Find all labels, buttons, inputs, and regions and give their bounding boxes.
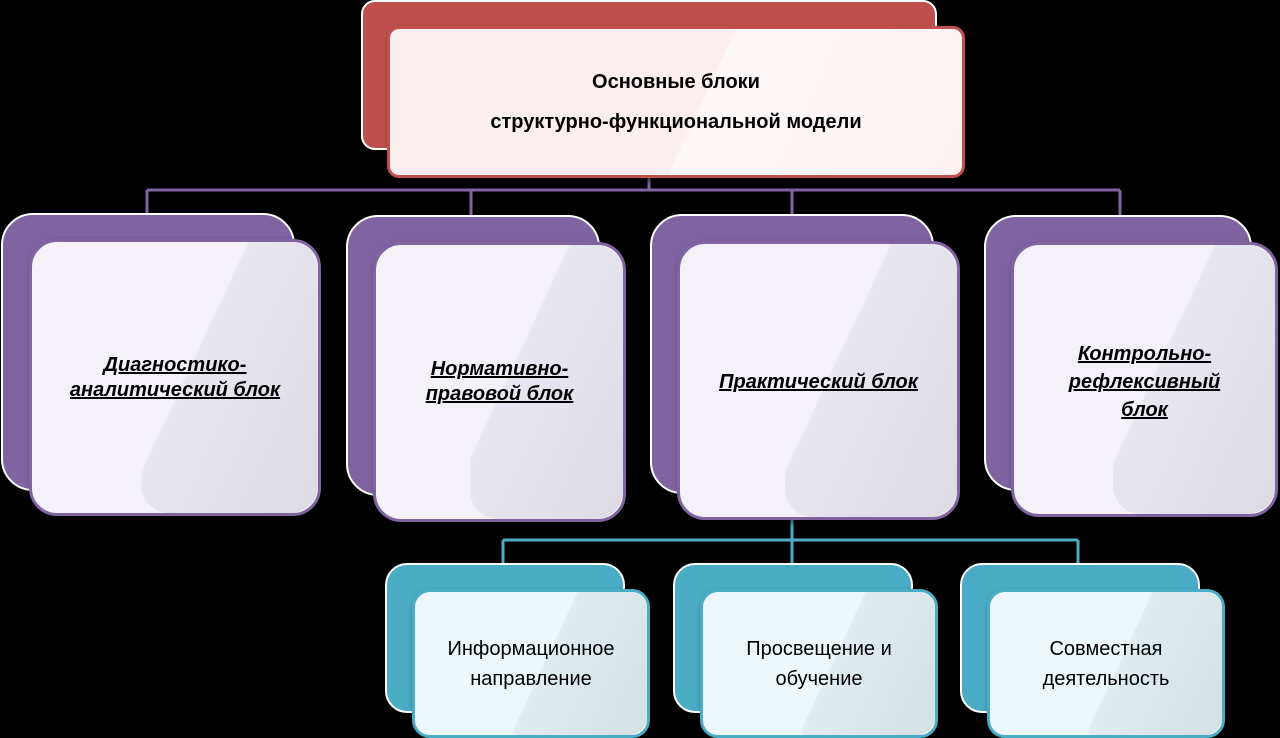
sub-block-joint-line-1: Совместная: [1049, 637, 1163, 660]
block-diagnostic-card: Диагностико- аналитический блок: [29, 239, 321, 516]
sub-block-information: Информационное направление: [385, 563, 650, 738]
sub-block-information-line-2: направление: [470, 667, 592, 690]
block-normative-line-2: правовой блок: [425, 383, 574, 405]
block-diagnostic-label: Диагностико- аналитический блок: [70, 353, 280, 403]
sub-block-information-line-1: Информационное: [447, 637, 615, 660]
block-control-card: Контрольно- рефлексивный блок: [1011, 242, 1278, 517]
sub-block-education-line-2: обучение: [775, 667, 863, 690]
block-practical-label: Практический блок: [719, 370, 918, 395]
sub-block-education-label: Просвещение и обучение: [746, 634, 892, 694]
block-normative-label: Нормативно- правовой блок: [426, 357, 574, 407]
block-normative-card: Нормативно- правовой блок: [373, 242, 626, 522]
root-title-line-1: Основные блоки: [592, 71, 760, 93]
root-block-card: Основные блоки структурно-функциональной…: [387, 26, 965, 178]
sub-block-joint-line-2: деятельность: [1042, 667, 1170, 690]
sub-block-joint-activity: Совместная деятельность: [960, 563, 1225, 738]
block-control-line-1: Контрольно-: [1077, 343, 1212, 365]
root-block-label: Основные блоки структурно-функциональной…: [490, 62, 861, 142]
sub-block-information-card: Информационное направление: [412, 589, 650, 738]
block-practical: Практический блок: [650, 214, 960, 520]
root-title-line-2: структурно-функциональной модели: [490, 111, 862, 133]
block-normative-line-1: Нормативно-: [430, 358, 569, 380]
sub-block-information-label: Информационное направление: [447, 634, 614, 694]
block-practical-line-1: Практический блок: [719, 371, 918, 393]
sub-block-education: Просвещение и обучение: [673, 563, 938, 738]
block-diagnostic-analytical: Диагностико- аналитический блок: [1, 213, 321, 516]
block-control-label: Контрольно- рефлексивный блок: [1069, 340, 1221, 424]
sub-block-education-line-1: Просвещение и: [746, 637, 892, 660]
root-block: Основные блоки структурно-функциональной…: [361, 0, 965, 178]
block-control-line-2: рефлексивный: [1068, 371, 1221, 393]
sub-block-education-card: Просвещение и обучение: [700, 589, 938, 738]
sub-block-joint-card: Совместная деятельность: [987, 589, 1225, 738]
block-control-reflexive: Контрольно- рефлексивный блок: [984, 215, 1278, 517]
sub-block-joint-label: Совместная деятельность: [1043, 634, 1170, 694]
block-normative-legal: Нормативно- правовой блок: [346, 215, 626, 522]
block-diagnostic-line-1: Диагностико-: [103, 353, 247, 376]
block-practical-card: Практический блок: [677, 241, 960, 520]
block-control-line-3: блок: [1121, 399, 1168, 421]
block-diagnostic-line-2: аналитический блок: [69, 378, 281, 401]
